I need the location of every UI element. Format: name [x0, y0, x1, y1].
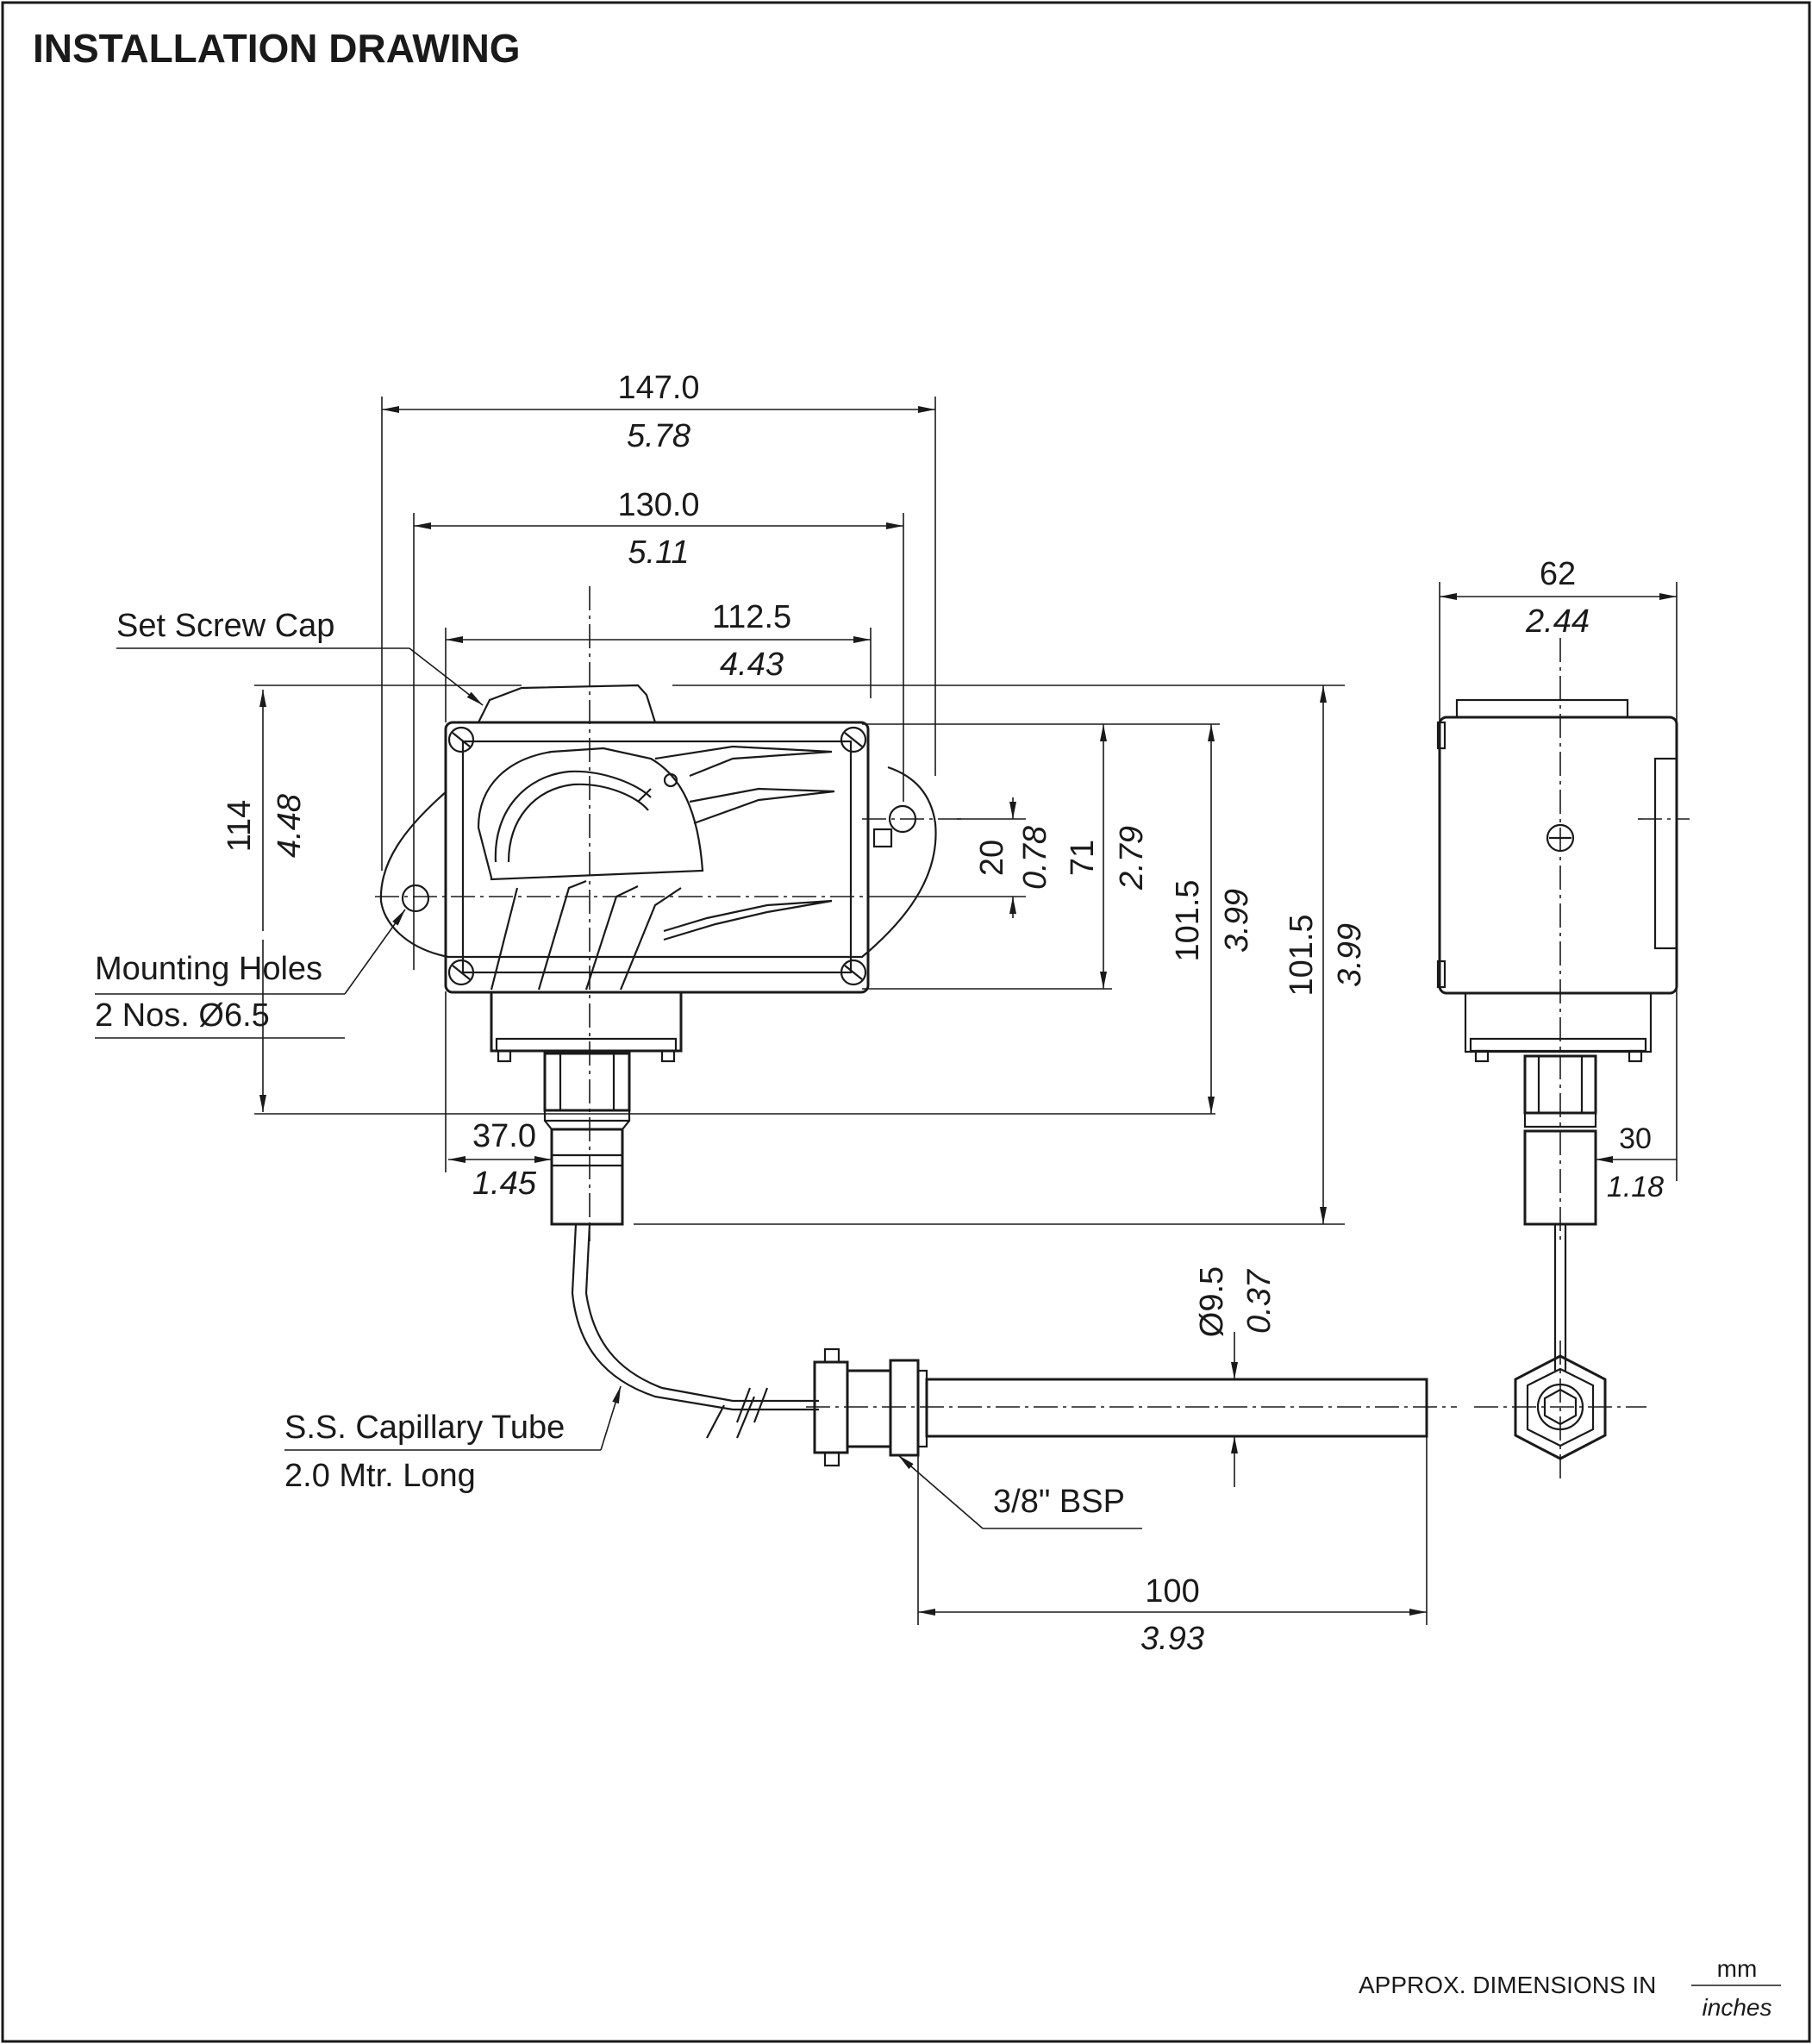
dim-30-inch: 1.18 — [1607, 1171, 1664, 1203]
internal-mechanism — [477, 745, 835, 991]
footer-unit-mm: mm — [1717, 1955, 1758, 1982]
sensing-bulb — [925, 1378, 1428, 1438]
dim-100-inch: 3.93 — [1140, 1621, 1204, 1657]
label-capillary-length: 2.0 Mtr. Long — [284, 1458, 476, 1494]
bottom-block — [490, 991, 683, 1053]
dim-62-inch: 2.44 — [1525, 603, 1590, 640]
dim-147-mm: 147.0 — [617, 370, 699, 406]
dim-101b-mm: 101.5 — [1284, 914, 1320, 996]
dim-112-mm: 112.5 — [712, 599, 791, 635]
dim-100-mm: 100 — [1145, 1573, 1199, 1610]
housing-screws — [447, 726, 867, 986]
dim-101a-inch: 3.99 — [1219, 889, 1255, 953]
label-mounting-holes: Mounting Holes — [95, 951, 322, 987]
footer-unit-inches: inches — [1703, 1994, 1772, 2021]
dim-bulb-dia-mm: Ø9.5 — [1194, 1266, 1230, 1337]
dim-37-inch: 1.45 — [472, 1166, 537, 1202]
leader-lines — [95, 647, 1142, 1529]
dim-101a-mm: 101.5 — [1170, 879, 1206, 961]
footer-note: APPROX. DIMENSIONS IN — [1359, 1972, 1656, 1998]
dim-112-inch: 4.43 — [720, 647, 784, 683]
dim-bulb-dia-inch: 0.37 — [1241, 1268, 1278, 1334]
dim-37-mm: 37.0 — [472, 1118, 536, 1154]
side-housing — [1438, 716, 1678, 995]
dim-30-mm: 30 — [1619, 1122, 1652, 1155]
stem-fitting — [543, 1052, 631, 1226]
dimension-lines — [254, 397, 1678, 1625]
bulb-assembly — [706, 1347, 1457, 1467]
label-mounting-holes-count: 2 Nos. Ø6.5 — [95, 997, 270, 1034]
dim-114-mm: 114 — [222, 800, 258, 853]
label-bsp: 3/8" BSP — [993, 1484, 1125, 1520]
dim-62-mm: 62 — [1540, 556, 1576, 592]
dim-130-inch: 5.11 — [628, 534, 689, 571]
dim-130-mm: 130.0 — [617, 487, 699, 523]
mounting-plate-outline — [379, 766, 937, 959]
dim-20-mm: 20 — [974, 840, 1010, 876]
dim-20-inch: 0.78 — [1017, 826, 1053, 890]
side-view — [1436, 638, 1690, 1483]
label-capillary-tube: S.S. Capillary Tube — [284, 1410, 565, 1446]
label-set-screw-cap: Set Screw Cap — [116, 608, 334, 644]
dim-71-mm: 71 — [1065, 840, 1101, 876]
capillary-tube-front — [571, 1223, 734, 1411]
dim-71-inch: 2.79 — [1114, 826, 1150, 891]
front-view — [375, 586, 961, 1411]
dim-101b-inch: 3.99 — [1332, 923, 1368, 987]
dim-114-inch: 4.48 — [272, 794, 308, 858]
dim-147-inch: 5.78 — [627, 418, 690, 454]
page-title: INSTALLATION DRAWING — [33, 26, 521, 71]
set-screw-cap — [478, 684, 657, 723]
